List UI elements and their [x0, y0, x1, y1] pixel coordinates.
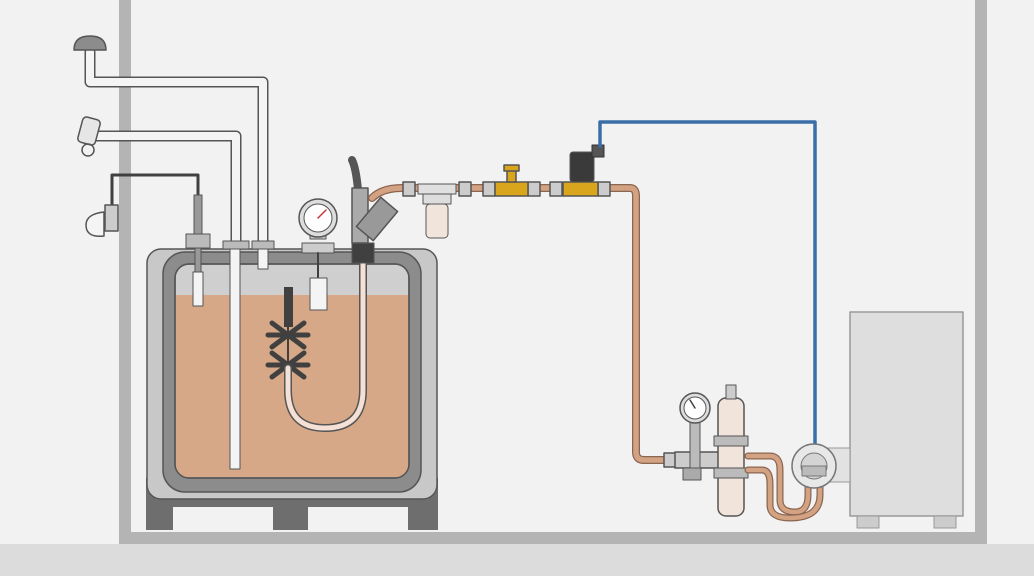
- brass-tee: [494, 164, 529, 197]
- solenoid-valve-icon: [562, 144, 605, 197]
- right-wall: [975, 0, 987, 545]
- burner-unit: [819, 311, 964, 529]
- couplings: [402, 181, 677, 468]
- fill-pipe-inner: [222, 240, 250, 470]
- vent-socket: [251, 240, 275, 270]
- fill-nozzle-icon: [77, 116, 101, 157]
- overfill-alarm-icon: [85, 204, 119, 238]
- back-floor-line: [119, 532, 987, 544]
- fill-pipe: [89, 130, 242, 251]
- extraction-line: [284, 242, 375, 432]
- vent-cap-icon: [73, 35, 107, 51]
- shutoff-valve: [348, 156, 399, 244]
- pump-icon: [791, 443, 837, 489]
- vent-pipe: [84, 46, 269, 251]
- filter-icon: [417, 183, 457, 239]
- supply-line: [368, 184, 684, 464]
- sensor-cable: [110, 173, 200, 207]
- return-lines: [744, 452, 824, 522]
- deaerator: [674, 384, 749, 517]
- pressure-gauge-icon: [298, 198, 338, 311]
- level-sensor: [185, 194, 211, 307]
- control-cable: [598, 120, 817, 452]
- floor: [0, 544, 1034, 576]
